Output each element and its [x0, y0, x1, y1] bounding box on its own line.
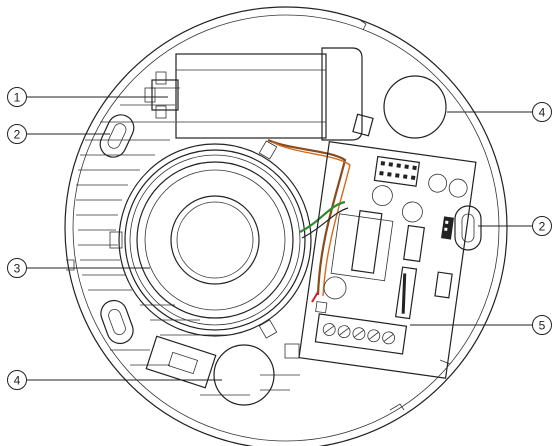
mounting-slot-right [454, 205, 482, 251]
knockout-bottom [145, 335, 300, 406]
callout-5: 5 [532, 315, 552, 335]
callout-1-label: 1 [14, 91, 21, 105]
knockout-top [383, 75, 447, 139]
callout-5-label: 5 [539, 319, 546, 333]
callout-2-left: 2 [7, 124, 27, 144]
callout-2-left-label: 2 [14, 128, 21, 142]
callout-3: 3 [7, 258, 27, 278]
callout-4-top: 4 [532, 102, 552, 122]
mounting-slot-left [99, 114, 135, 158]
callout-2-right-label: 2 [539, 220, 546, 234]
callout-4-bottom: 4 [7, 370, 27, 390]
wires [267, 138, 351, 303]
speaker [109, 140, 312, 339]
mounting-slot-bottom-left [100, 299, 134, 345]
leader-lines [27, 96, 532, 381]
housing [64, 6, 508, 446]
callout-2-right: 2 [532, 216, 552, 236]
callout-3-label: 3 [14, 262, 21, 276]
callout-4-bottom-label: 4 [14, 374, 21, 388]
callout-4-top-label: 4 [539, 106, 546, 120]
battery [144, 47, 374, 141]
callout-1: 1 [7, 87, 27, 107]
circuit-board [298, 141, 477, 379]
